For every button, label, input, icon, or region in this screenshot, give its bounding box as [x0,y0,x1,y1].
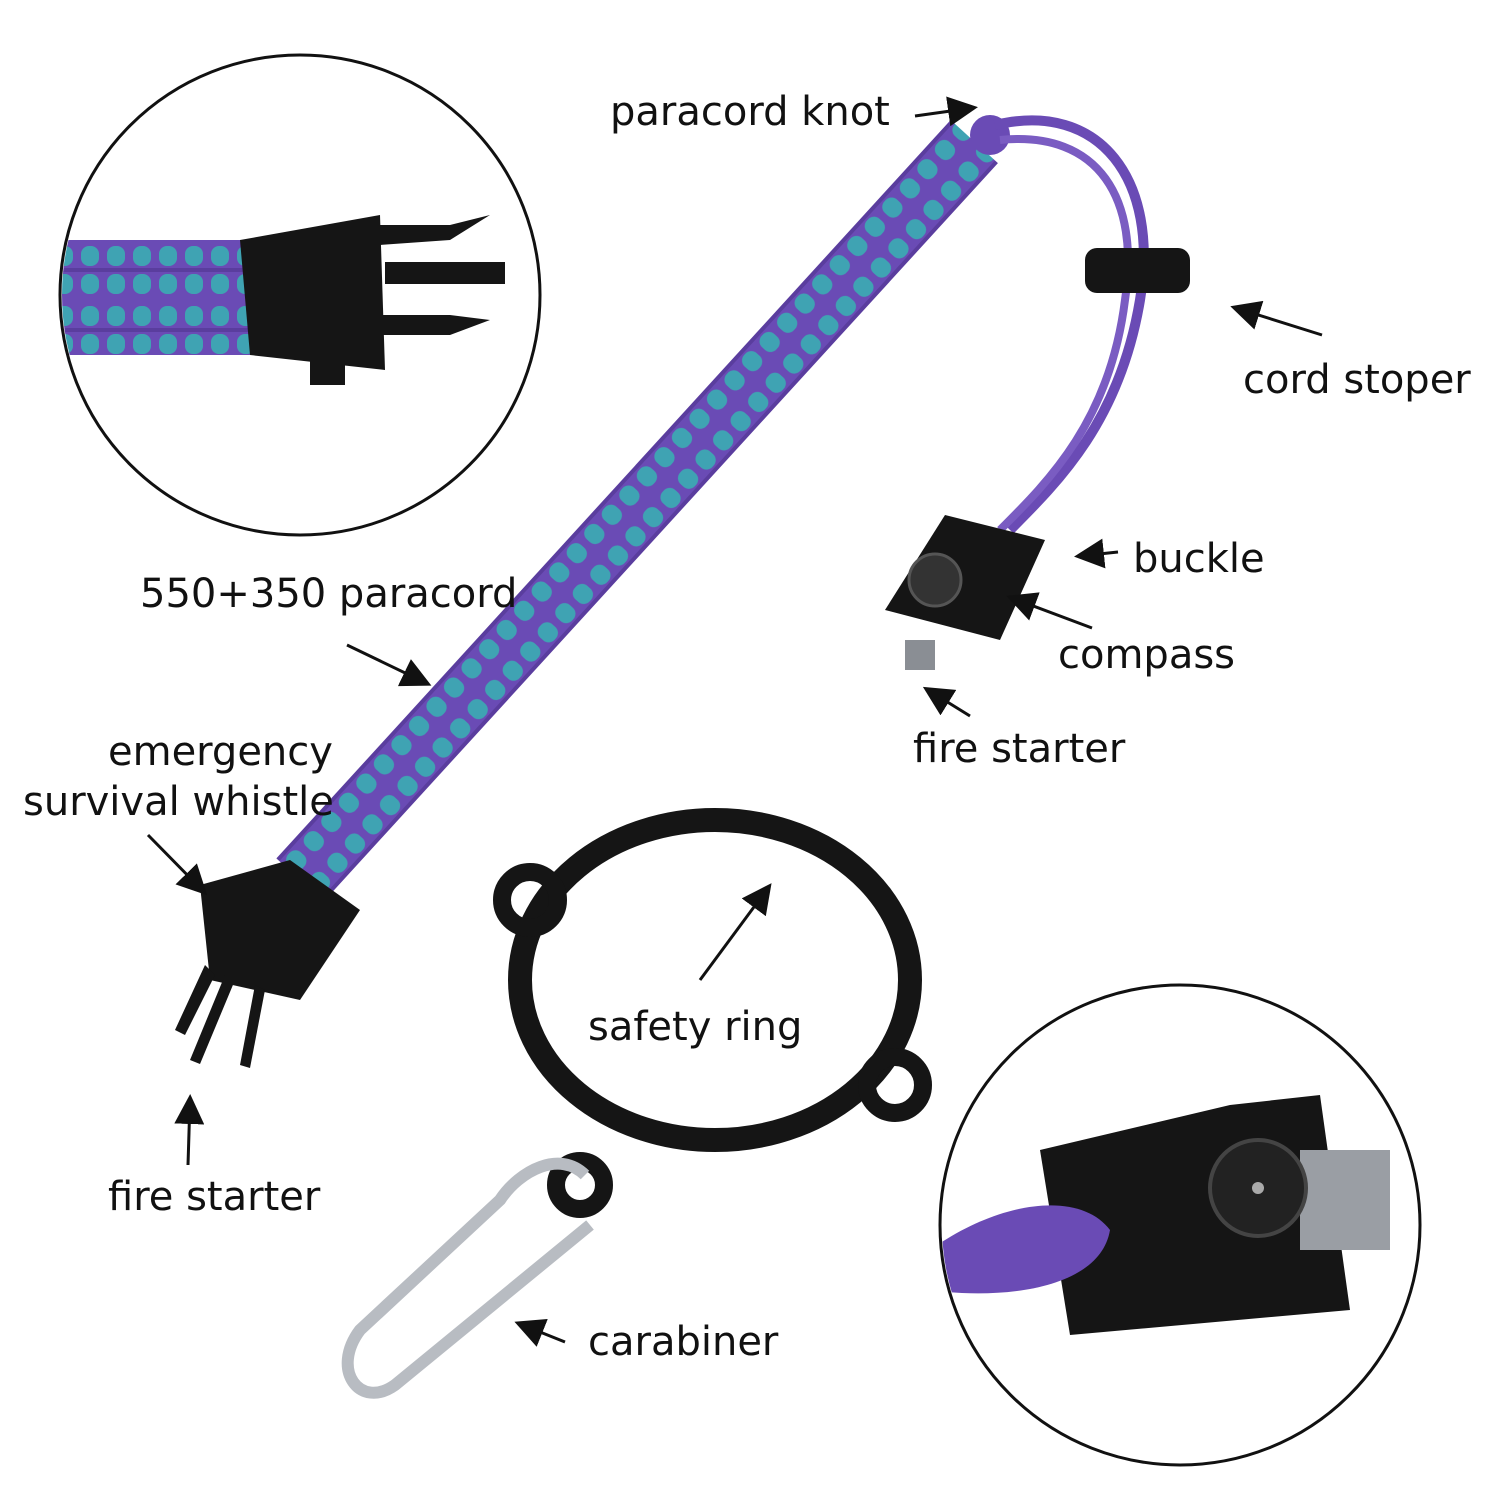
label-whistle-line2: survival whistle [23,779,334,825]
paracord-closeup [62,240,250,355]
cord-closeup [942,1205,1110,1294]
cord-stopper [1085,248,1190,293]
label-paracord: 550+350 paracord [140,571,517,617]
compass-buckle [885,515,1045,670]
label-fire-starter-right: fire starter [913,726,1126,772]
safety-ring [493,808,932,1218]
label-paracord-knot: paracord knot [610,89,890,135]
label-cord-stoper: cord stoper [1243,357,1471,403]
whistle-buckle [175,860,360,1068]
fire-starter-closeup [1300,1150,1390,1250]
detail-circle-whistle-buckle [58,53,542,537]
fire-starter-rod [385,262,505,284]
label-buckle: buckle [1133,536,1265,582]
label-compass: compass [1058,632,1235,678]
label-fire-starter-left: fire starter [108,1174,321,1220]
whistle-buckle-closeup [240,215,385,370]
carabiner [341,1157,594,1399]
label-safety-ring: safety ring [588,1004,802,1050]
detail-circle-compass [938,983,1422,1467]
label-carabiner: carabiner [588,1319,779,1365]
label-whistle-line1: emergency [108,729,333,775]
paracord-band [276,119,998,902]
cord [993,115,1149,534]
callout-arrows [146,96,1323,1347]
